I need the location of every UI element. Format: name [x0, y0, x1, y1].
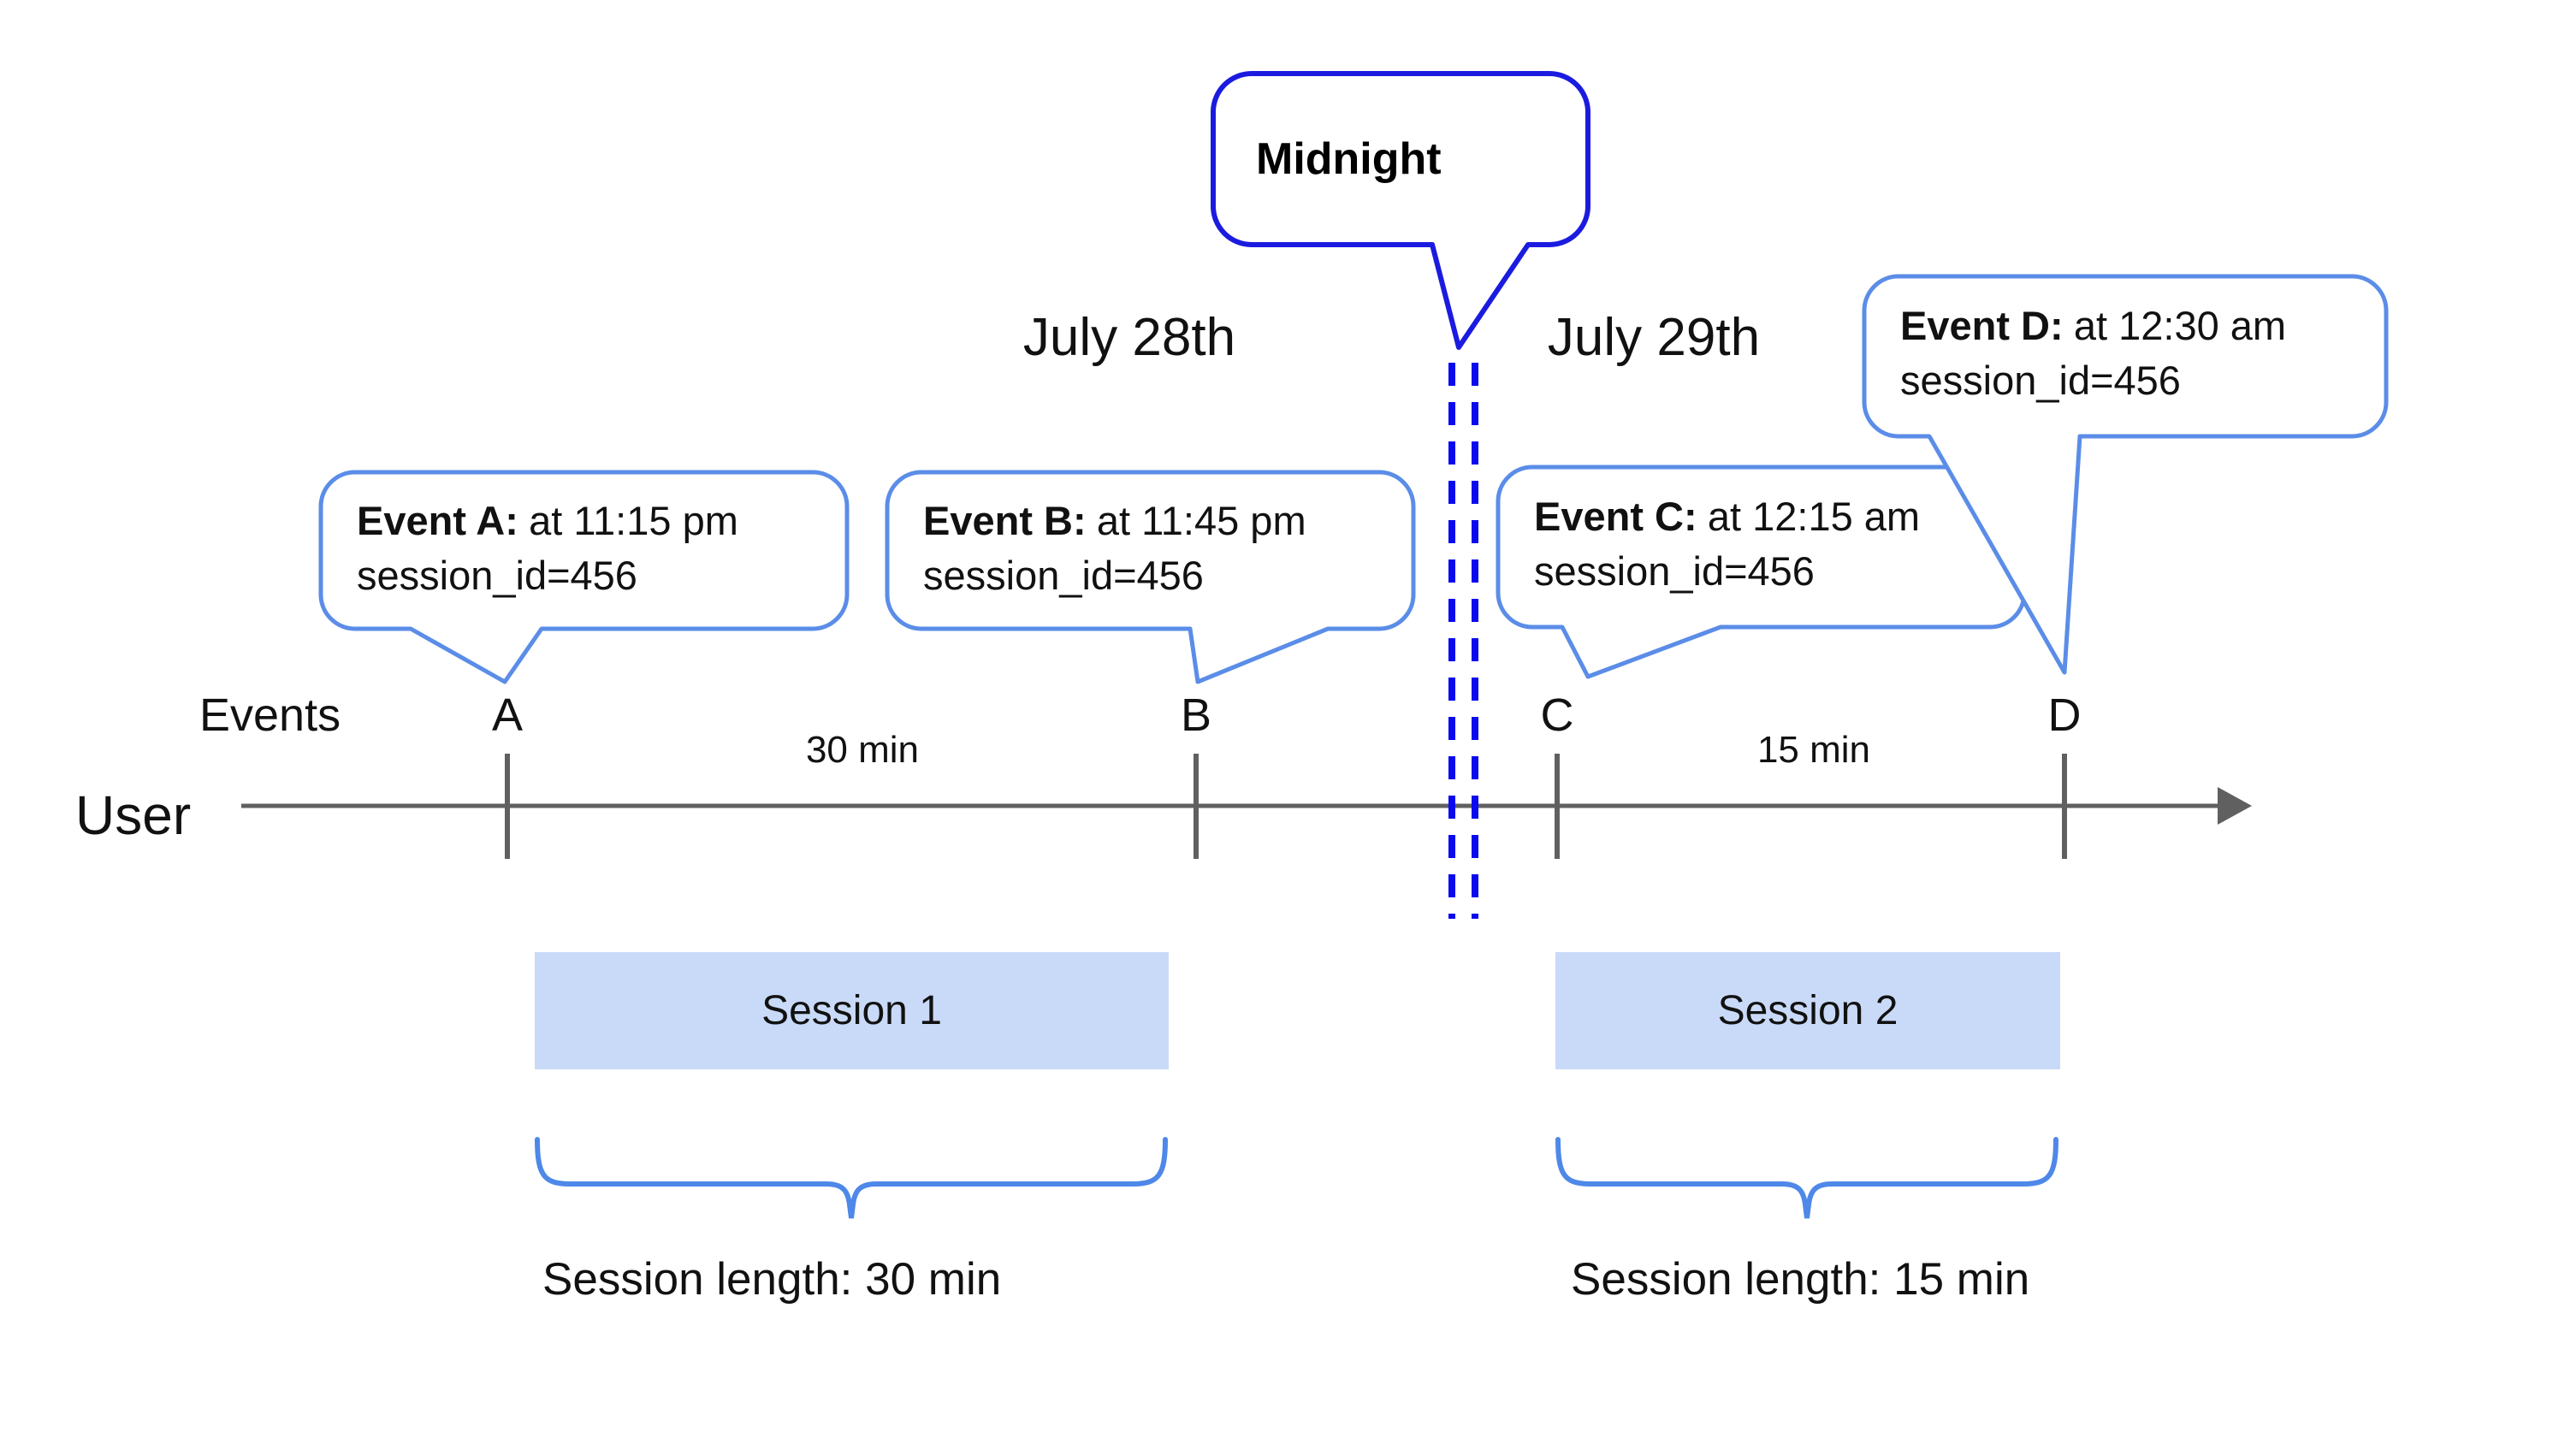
event-a-bubble-line-1: Event A:at 11:15 pm [357, 494, 738, 548]
gap-label-15-min: 15 min [1756, 729, 1871, 771]
events-axis-label: Events [199, 690, 341, 741]
event-a-time: at 11:15 pm [529, 498, 738, 543]
event-c-bubble-text: Event C:at 12:15 am session_id=456 [1534, 489, 1920, 599]
midnight-bubble-shape [1211, 71, 1590, 350]
session-2-label: Session 2 [1717, 988, 1898, 1033]
event-a-bubble-text: Event A:at 11:15 pm session_id=456 [357, 494, 738, 603]
gap-label-30-min: 30 min [805, 729, 920, 771]
event-a-name: Event A: [357, 498, 518, 543]
timeline-arrowhead-icon [2218, 787, 2252, 825]
date-label-july-29: July 29th [1547, 308, 1761, 367]
event-a-bubble-shape [318, 470, 850, 684]
user-axis-label: User [75, 784, 192, 846]
event-a-session-id: session_id=456 [357, 553, 637, 598]
session-2-brace [1555, 1137, 2058, 1219]
session-1-box: Session 1 [535, 952, 1169, 1069]
event-d-session-id: session_id=456 [1900, 358, 2181, 403]
event-c-time: at 12:15 am [1707, 494, 1921, 539]
midnight-bubble-label: Midnight [1256, 134, 1442, 184]
event-b-bubble-shape [885, 470, 1416, 684]
event-c-bubble-line-1: Event C:at 12:15 am [1534, 489, 1920, 544]
date-label-july-28: July 28th [1022, 308, 1236, 367]
event-b-bubble-line-1: Event B:at 11:45 pm [923, 494, 1306, 548]
event-c-name: Event C: [1534, 494, 1697, 539]
event-letter-c: C [1540, 690, 1574, 741]
session-1-label: Session 1 [761, 988, 942, 1033]
event-b-bubble-text: Event B:at 11:45 pm session_id=456 [923, 494, 1306, 603]
session-2-box: Session 2 [1555, 952, 2060, 1069]
event-d-name: Event D: [1900, 303, 2064, 348]
event-letter-d: D [2047, 690, 2082, 741]
event-d-bubble-text: Event D:at 12:30 am session_id=456 [1900, 299, 2286, 408]
session-1-length-label: Session length: 30 min [542, 1254, 1002, 1305]
event-d-time: at 12:30 am [2073, 303, 2287, 348]
session-1-brace [535, 1137, 1168, 1219]
event-b-time: at 11:45 pm [1096, 498, 1306, 543]
event-letter-a: A [491, 690, 524, 741]
event-d-bubble-line-1: Event D:at 12:30 am [1900, 299, 2286, 353]
event-b-name: Event B: [923, 498, 1087, 543]
event-c-session-id: session_id=456 [1534, 548, 1815, 594]
event-letter-b: B [1180, 690, 1212, 741]
session-2-length-label: Session length: 15 min [1571, 1254, 2030, 1305]
event-d-bubble-shape [1862, 274, 2389, 675]
event-b-session-id: session_id=456 [923, 553, 1204, 598]
